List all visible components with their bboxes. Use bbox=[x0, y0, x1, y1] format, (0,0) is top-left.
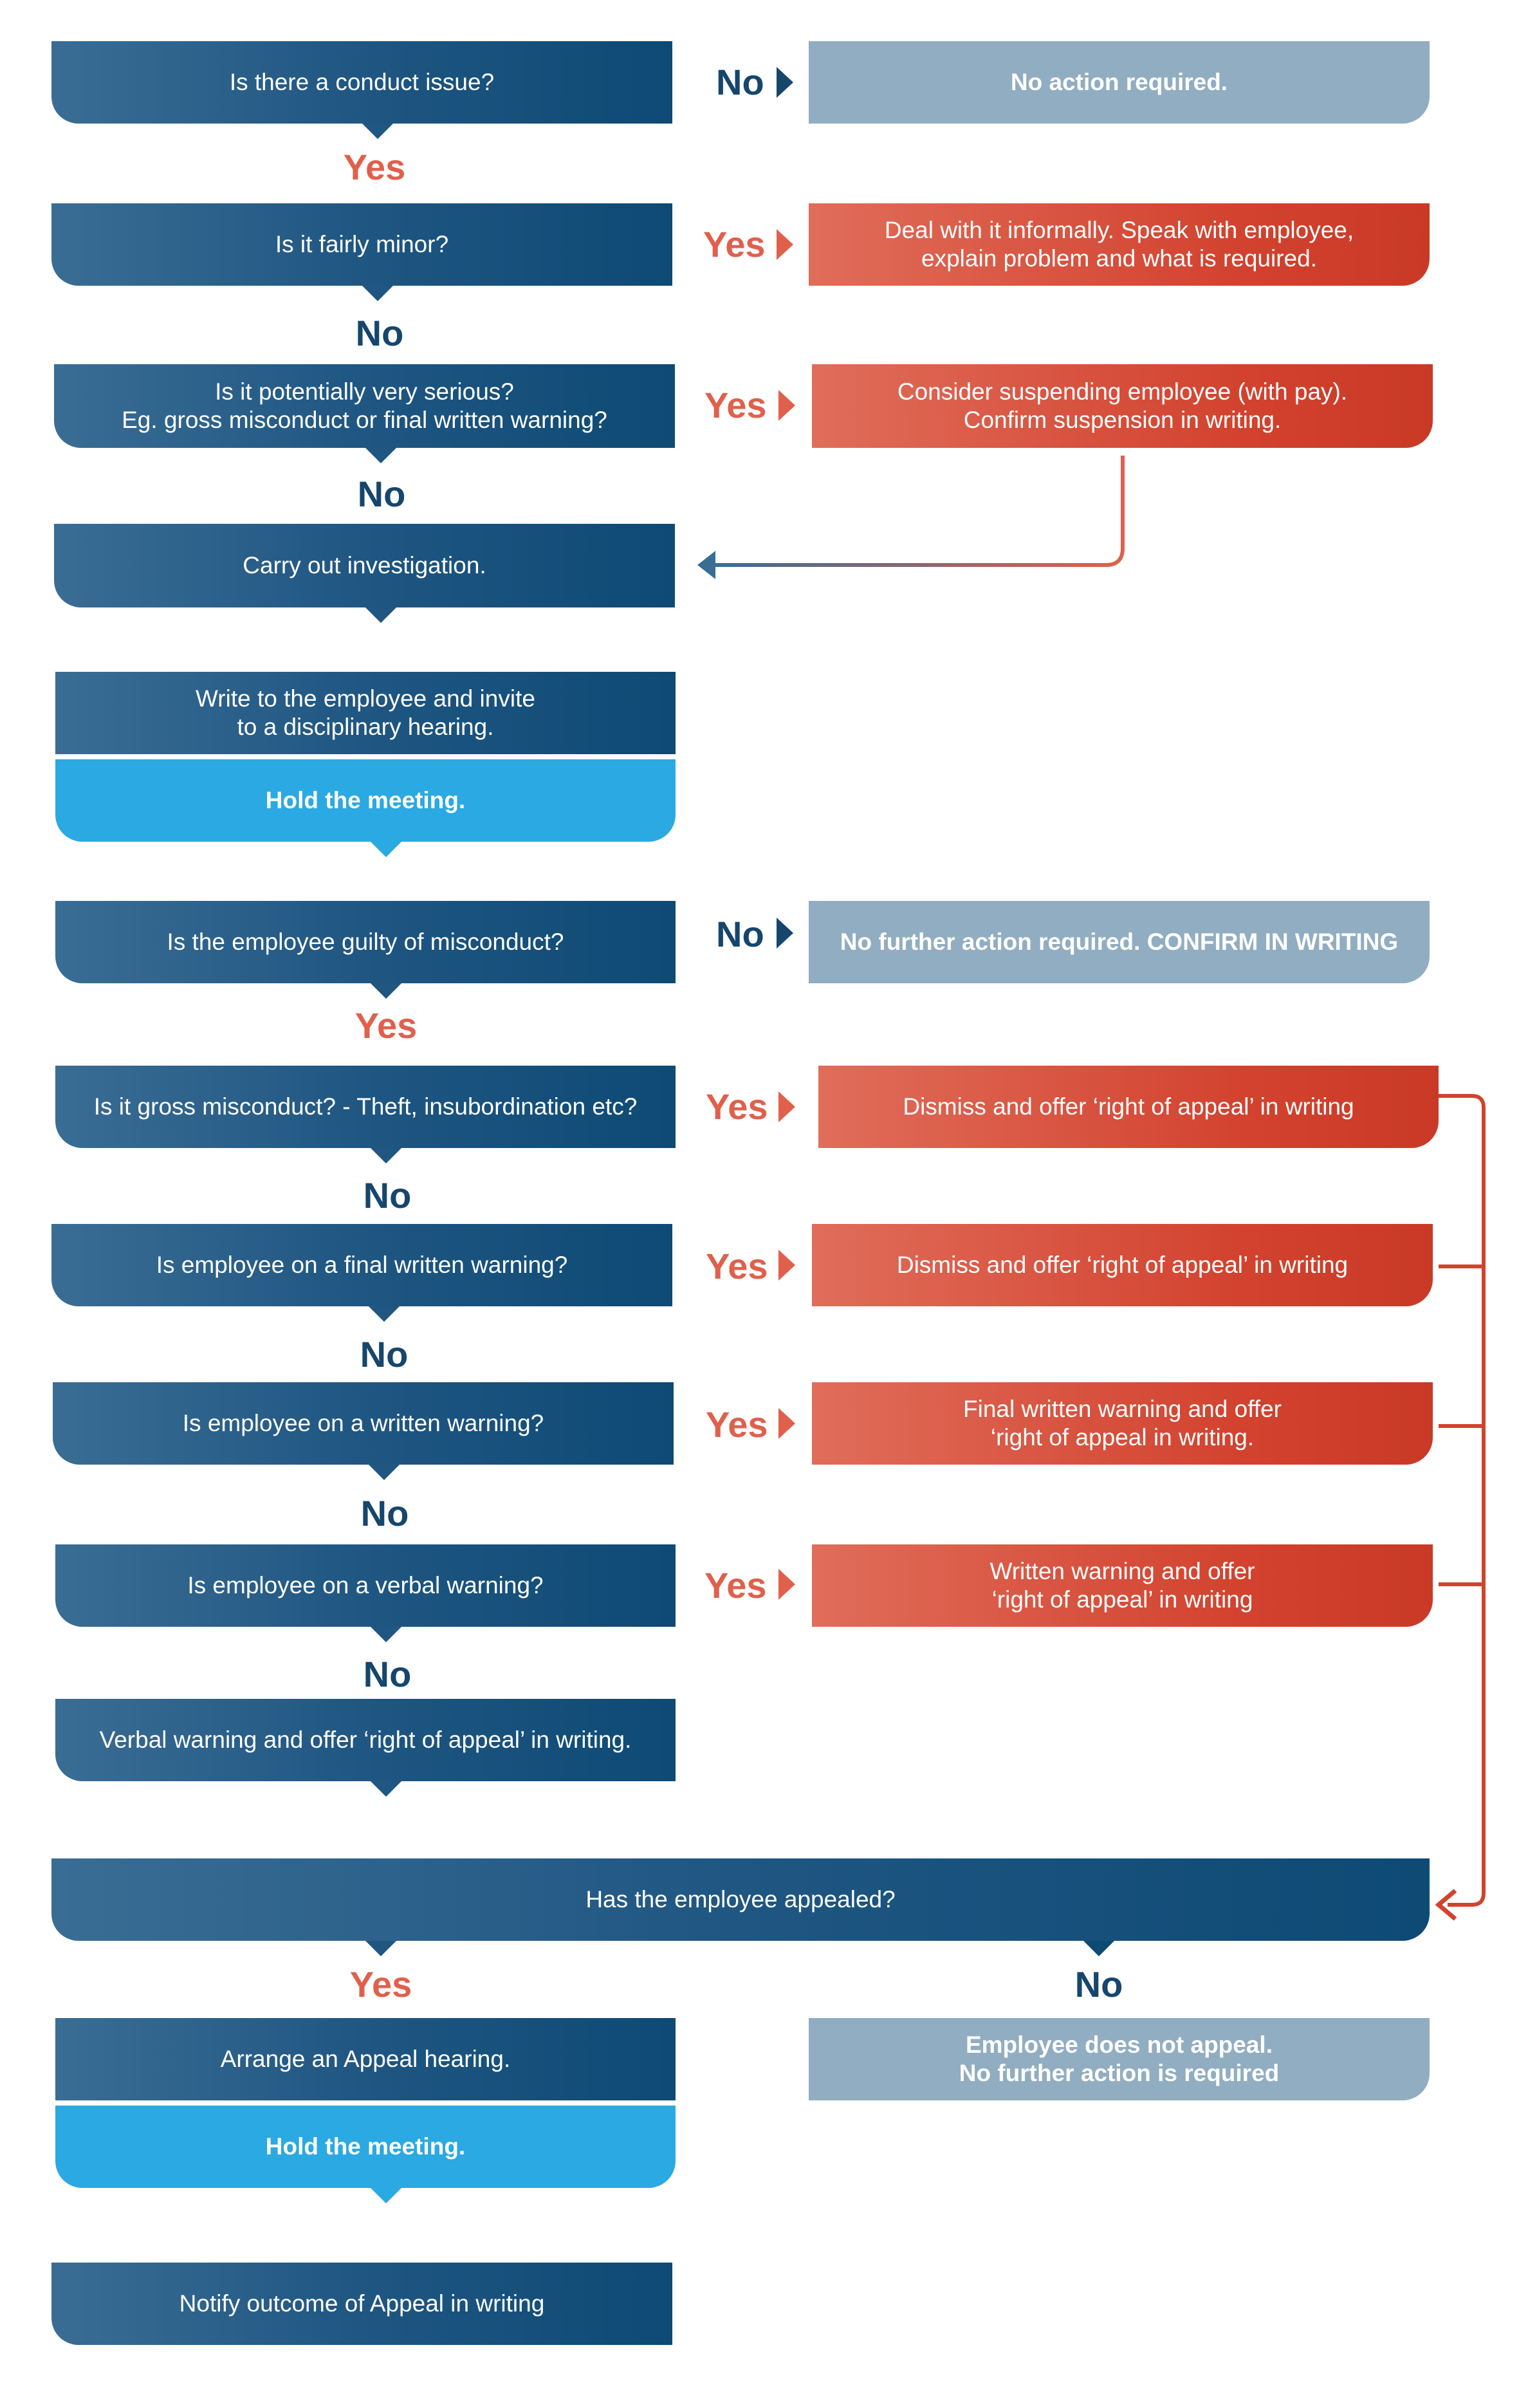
no-arrow-4 bbox=[777, 918, 793, 949]
no-label-2: No bbox=[355, 313, 404, 353]
yes-arrow-2 bbox=[777, 229, 793, 260]
no-further-box: No further action required. CONFIRM IN W… bbox=[809, 901, 1430, 983]
no-label-5: No bbox=[363, 1175, 412, 1216]
q-appealed-notch-no bbox=[1083, 1941, 1114, 1956]
verbal-warning-box: Verbal warning and offer ‘right of appea… bbox=[55, 1699, 676, 1781]
q-conduct-issue-text: Is there a conduct issue? bbox=[229, 68, 495, 95]
hold-meeting-text-1: Hold the meeting. bbox=[265, 786, 466, 813]
dismiss-box-2: Dismiss and offer ‘right of appeal’ in w… bbox=[812, 1224, 1433, 1306]
q-conduct-issue-notch bbox=[362, 124, 393, 139]
q-fairly-minor: Is it fairly minor? bbox=[51, 203, 672, 286]
q-conduct-issue: Is there a conduct issue? bbox=[51, 41, 672, 124]
notify-outcome-text: Notify outcome of Appeal in writing bbox=[179, 2290, 545, 2317]
q-verbal-warning: Is employee on a verbal warning? bbox=[55, 1544, 676, 1627]
yes-arrow-8 bbox=[778, 1569, 795, 1600]
investigation-notch bbox=[365, 607, 396, 623]
write-invite-box: Write to the employee and invite to a di… bbox=[55, 672, 676, 754]
yes-label-8: Yes bbox=[704, 1565, 767, 1606]
yes-label-1: Yes bbox=[343, 147, 406, 187]
yes-arrow-7 bbox=[778, 1408, 795, 1439]
dismiss-text-1: Dismiss and offer ‘right of appeal’ in w… bbox=[903, 1093, 1354, 1120]
q-gross-misconduct: Is it gross misconduct? - Theft, insubor… bbox=[55, 1066, 676, 1148]
suspend-to-investigation-line bbox=[714, 456, 1125, 567]
no-label-4: No bbox=[716, 914, 764, 954]
yes-label-3: Yes bbox=[704, 385, 767, 425]
no-label-9: No bbox=[1074, 1964, 1123, 2005]
investigation-text: Carry out investigation. bbox=[243, 551, 486, 579]
no-arrow-1 bbox=[777, 67, 793, 98]
yes-label-7: Yes bbox=[706, 1404, 768, 1445]
q-fairly-minor-text: Is it fairly minor? bbox=[275, 230, 449, 257]
informal-text: Deal with it informally. Speak with empl… bbox=[884, 216, 1354, 272]
q-guilty: Is the employee guilty of misconduct? bbox=[55, 901, 676, 983]
no-appeal-text: Employee does not appeal. No further act… bbox=[959, 2031, 1280, 2086]
arrange-appeal-box: Arrange an Appeal hearing. bbox=[55, 2018, 676, 2100]
appeal-arrowhead bbox=[1435, 1889, 1457, 1921]
q-very-serious-text: Is it potentially very serious? Eg. gros… bbox=[122, 378, 607, 433]
no-action-text: No action required. bbox=[1010, 68, 1228, 95]
investigation-box: Carry out investigation. bbox=[54, 524, 675, 607]
hold-meeting-box-2: Hold the meeting. bbox=[55, 2106, 676, 2188]
yes-arrow-3 bbox=[778, 390, 795, 421]
suspend-box: Consider suspending employee (with pay).… bbox=[812, 364, 1433, 448]
q-guilty-text: Is the employee guilty of misconduct? bbox=[167, 928, 564, 955]
written-warning-box: Written warning and offer ‘right of appe… bbox=[812, 1544, 1433, 1627]
final-warning-box: Final written warning and offer ‘right o… bbox=[812, 1382, 1433, 1465]
yes-label-6: Yes bbox=[706, 1246, 768, 1286]
yes-label-9: Yes bbox=[349, 1964, 412, 2005]
q-fairly-minor-notch bbox=[362, 286, 393, 301]
dismiss-text-2: Dismiss and offer ‘right of appeal’ in w… bbox=[896, 1251, 1349, 1278]
q-gross-misconduct-text: Is it gross misconduct? - Theft, insubor… bbox=[93, 1093, 638, 1120]
no-label-8: No bbox=[363, 1654, 412, 1694]
q-very-serious: Is it potentially very serious? Eg. gros… bbox=[54, 364, 675, 448]
q-written-warning: Is employee on a written warning? bbox=[53, 1382, 674, 1465]
hold-meeting-text-2: Hold the meeting. bbox=[265, 2133, 466, 2160]
q-appealed-notch-yes bbox=[365, 1941, 396, 1956]
no-label-6: No bbox=[360, 1334, 409, 1375]
hold-meeting-notch-1 bbox=[371, 842, 401, 857]
q-guilty-notch bbox=[371, 983, 401, 999]
notify-outcome-box: Notify outcome of Appeal in writing bbox=[51, 2263, 672, 2345]
q-gross-misconduct-notch bbox=[371, 1148, 401, 1163]
outcomes-bracket-line bbox=[1439, 1094, 1486, 1907]
no-label-1: No bbox=[716, 62, 764, 102]
hold-meeting-notch-2 bbox=[371, 2188, 401, 2203]
yes-label-5: Yes bbox=[706, 1086, 768, 1127]
yes-arrow-5 bbox=[778, 1091, 795, 1122]
dismiss-box-1: Dismiss and offer ‘right of appeal’ in w… bbox=[818, 1066, 1439, 1148]
final-warning-text: Final written warning and offer ‘right o… bbox=[963, 1395, 1282, 1450]
q-final-warning-notch bbox=[369, 1306, 400, 1322]
q-very-serious-notch bbox=[365, 448, 396, 463]
write-invite-text: Write to the employee and invite to a di… bbox=[196, 685, 535, 740]
no-label-3: No bbox=[357, 474, 406, 514]
verbal-warning-notch bbox=[371, 1781, 401, 1797]
investigation-arrowhead bbox=[697, 551, 715, 579]
q-appealed: Has the employee appealed? bbox=[51, 1858, 1430, 1941]
q-final-warning-text: Is employee on a final written warning? bbox=[156, 1251, 568, 1278]
yes-label-2: Yes bbox=[703, 224, 766, 264]
q-final-warning: Is employee on a final written warning? bbox=[51, 1224, 672, 1306]
written-warning-text: Written warning and offer ‘right of appe… bbox=[990, 1557, 1255, 1613]
q-written-warning-notch bbox=[369, 1465, 400, 1480]
no-action-box: No action required. bbox=[809, 41, 1430, 124]
suspend-text: Consider suspending employee (with pay).… bbox=[897, 378, 1348, 433]
verbal-warning-text: Verbal warning and offer ‘right of appea… bbox=[99, 1726, 632, 1753]
yes-label-4: Yes bbox=[354, 1005, 418, 1046]
yes-arrow-6 bbox=[778, 1250, 795, 1281]
no-further-text: No further action required. CONFIRM IN W… bbox=[840, 928, 1399, 955]
hold-meeting-box-1: Hold the meeting. bbox=[55, 759, 676, 842]
q-appealed-text: Has the employee appealed? bbox=[585, 1885, 896, 1913]
no-label-7: No bbox=[360, 1493, 409, 1533]
q-verbal-warning-text: Is employee on a verbal warning? bbox=[187, 1571, 544, 1598]
no-appeal-box: Employee does not appeal. No further act… bbox=[809, 2018, 1430, 2100]
arrange-appeal-text: Arrange an Appeal hearing. bbox=[220, 2045, 511, 2072]
informal-box: Deal with it informally. Speak with empl… bbox=[809, 203, 1430, 286]
q-verbal-warning-notch bbox=[371, 1627, 401, 1642]
q-written-warning-text: Is employee on a written warning? bbox=[182, 1409, 544, 1436]
